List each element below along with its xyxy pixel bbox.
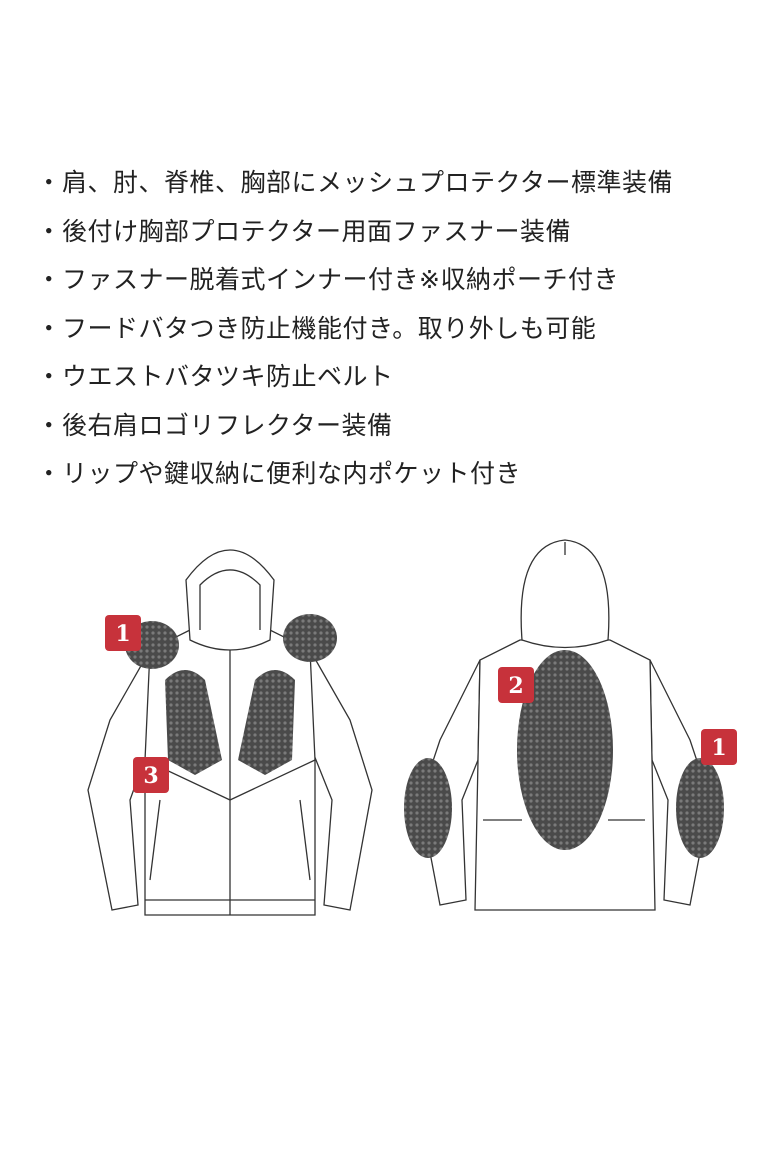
badge-front-shoulder: 1 <box>105 615 141 651</box>
feature-item: ・後右肩ロゴリフレクター装備 <box>36 410 393 440</box>
jacket-illustrations: 1 3 2 1 <box>87 539 737 916</box>
front-jacket <box>87 549 373 916</box>
svg-text:2: 2 <box>508 673 523 699</box>
badge-back-spine: 2 <box>498 667 534 703</box>
feature-item: ・肩、肘、脊椎、胸部にメッシュプロテクター標準装備 <box>36 168 674 197</box>
feature-item: ・フードバタつき防止機能付き。取り外しも可能 <box>36 313 597 343</box>
feature-item: ・ファスナー脱着式インナー付き※収納ポーチ付き <box>36 265 619 294</box>
feature-list: ・肩、肘、脊椎、胸部にメッシュプロテクター標準装備 ・後付け胸部プロテクター用面… <box>36 162 673 502</box>
front-chest-protectors <box>165 670 295 775</box>
svg-text:3: 3 <box>143 763 158 789</box>
feature-item: ・ウエストバタツキ防止ベルト <box>36 362 394 391</box>
back-spine-protector <box>517 650 613 850</box>
feature-item: ・後付け胸部プロテクター用面ファスナー装備 <box>36 216 572 246</box>
badge-front-chest: 3 <box>133 757 169 793</box>
svg-text:1: 1 <box>115 621 130 647</box>
feature-item: ・リップや鍵収納に便利な内ポケット付き <box>36 459 522 488</box>
svg-text:1: 1 <box>711 735 726 761</box>
back-elbow-protectors <box>404 758 724 858</box>
badge-back-elbow: 1 <box>701 729 737 765</box>
